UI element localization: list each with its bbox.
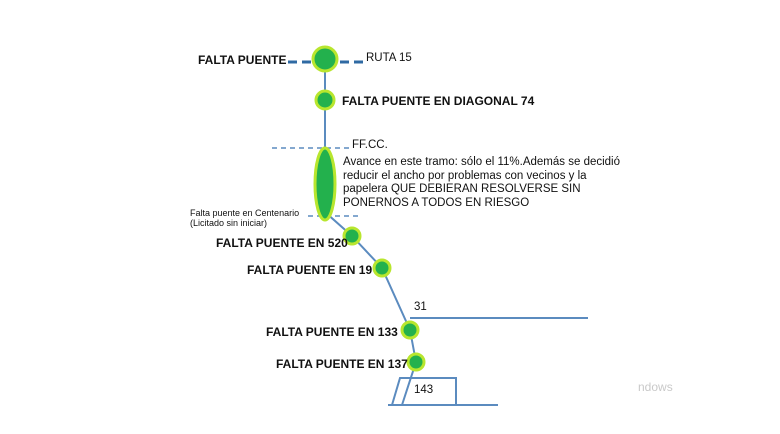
label-ffcc: FF.CC. — [352, 139, 388, 151]
road-143-box — [391, 377, 457, 406]
node-19 — [372, 258, 392, 278]
centenario-line: (Licitado sin iniciar) — [190, 218, 268, 228]
node-diagonal-74 — [314, 89, 336, 111]
node-137 — [406, 352, 426, 372]
note-line: reducir el ancho por problemas con vecin… — [343, 169, 587, 182]
centenario-line: Falta puente en Centenario — [190, 208, 300, 218]
node-ruta-15 — [311, 45, 339, 73]
label-19: FALTA PUENTE EN 19 — [247, 263, 373, 277]
label-133: FALTA PUENTE EN 133 — [266, 325, 398, 339]
label-520: FALTA PUENTE EN 520 — [216, 236, 348, 250]
node-tramo-11 — [313, 146, 337, 222]
note-avance-tramo: Avance en este tramo: sólo el 11%.Además… — [343, 156, 643, 210]
note-line: Avance en este tramo: sólo el 11%.Además… — [343, 156, 621, 168]
label-falta-puente-top: FALTA PUENTE — [198, 53, 287, 67]
node-133 — [400, 320, 420, 340]
note-line: PONERNOS A TODOS EN RIESGO — [343, 196, 530, 209]
label-centenario: Falta puente en Centenario (Licitado sin… — [190, 208, 299, 228]
label-143: 143 — [414, 384, 434, 396]
watermark-text: ndows — [638, 380, 673, 394]
label-ruta-15: RUTA 15 — [366, 52, 412, 64]
note-line: papelera QUE DEBIERAN RESOLVERSE SIN — [343, 183, 581, 195]
node-520 — [342, 226, 362, 246]
route-line — [324, 59, 418, 406]
label-diagonal-74: FALTA PUENTE EN DIAGONAL 74 — [342, 94, 535, 108]
label-31: 31 — [414, 301, 427, 313]
label-137: FALTA PUENTE EN 137 — [276, 357, 408, 371]
